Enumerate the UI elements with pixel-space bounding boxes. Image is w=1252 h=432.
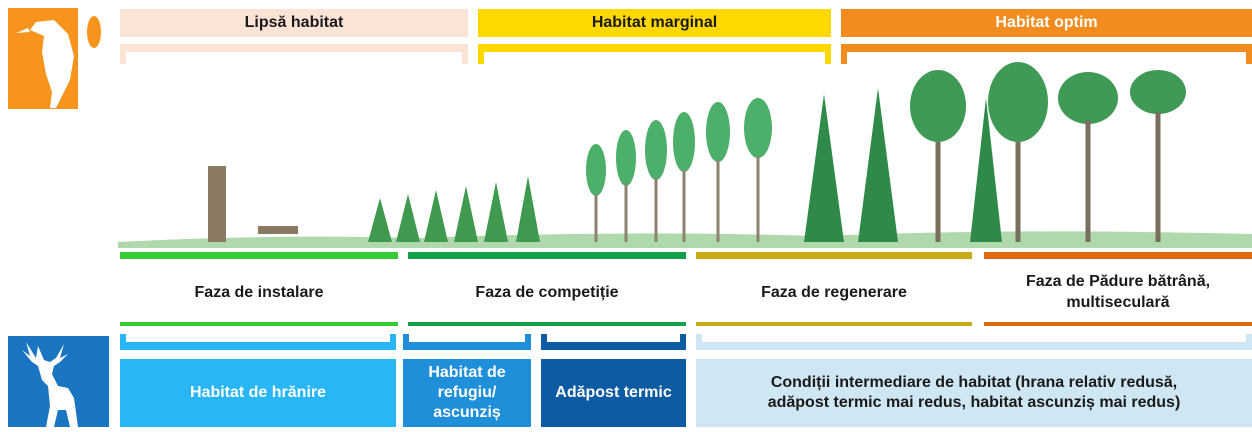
deer-conditii-intermediare: Condiții intermediare de habitat (hrana … (696, 359, 1252, 427)
header-habitat-marginal: Habitat marginal (478, 9, 831, 37)
phase-bar-bottom-competitie (408, 322, 686, 326)
bracket-habitat-hranire (120, 334, 396, 350)
header-habitat-optim: Habitat optim (841, 9, 1252, 37)
phase-bar-top-competitie (408, 252, 686, 259)
phase-label-regenerare: Faza de regenerare (761, 283, 907, 301)
forest-illustration (118, 62, 1252, 248)
bracket-habitat-optim (841, 44, 1252, 64)
woodpecker-icon (8, 8, 109, 109)
phase-bar-bottom-regenerare (696, 322, 972, 326)
phase-label-padure-batrana: Faza de Pădure bătrână, multiseculară (1025, 273, 1211, 311)
header-lipsa-habitat: Lipsă habitat (120, 9, 468, 37)
deer-adapost-termic: Adăpost termic (541, 359, 686, 427)
bracket-habitat-refugiu (403, 334, 531, 350)
bracket-lipsa-habitat (120, 44, 468, 64)
phase-bar-bottom-instalare (120, 322, 398, 326)
bracket-adapost-termic (541, 334, 686, 350)
bracket-habitat-marginal (478, 44, 831, 64)
deer-habitat-hranire: Habitat de hrănire (120, 359, 396, 427)
bracket-conditii-intermediare (696, 334, 1252, 350)
phase-bar-top-regenerare (696, 252, 972, 259)
deer-icon (8, 336, 109, 427)
phase-label-competitie: Faza de competiție (475, 283, 619, 301)
deer-habitat-refugiu: Habitat de refugiu/ ascunziș (403, 359, 531, 427)
phase-bar-top-padure-batrana (984, 252, 1252, 259)
phase-bar-bottom-padure-batrana (984, 322, 1252, 326)
phase-label-instalare: Faza de instalare (194, 283, 324, 301)
phase-bar-top-instalare (120, 252, 398, 259)
